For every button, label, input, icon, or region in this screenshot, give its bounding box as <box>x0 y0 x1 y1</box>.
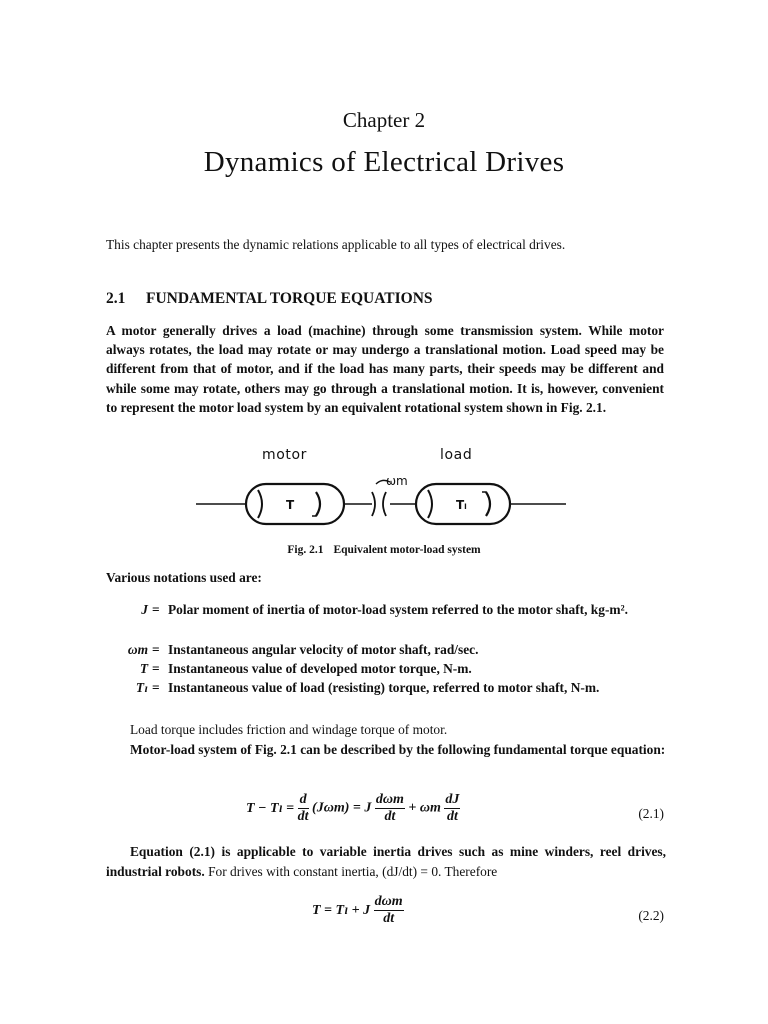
section-heading: 2.1 FUNDAMENTAL TORQUE EQUATIONS <box>106 290 666 308</box>
paragraph-transmission: A motor generally drives a load (machine… <box>106 323 664 415</box>
eq1-f2-den: dt <box>384 809 396 824</box>
eq1-f2-num: dωm <box>374 792 405 809</box>
notation-symbol: J <box>141 602 148 617</box>
equation-2-1-number: (2.1) <box>638 806 664 821</box>
motor-symbol: T <box>286 498 295 512</box>
load-left-arc <box>427 489 433 519</box>
chapter-title: Dynamics of Electrical Drives <box>203 146 565 178</box>
notation-item: J = Polar moment of inertia of motor-loa… <box>106 600 666 640</box>
load-body <box>414 482 512 526</box>
notation-item: T = Instantaneous value of developed mot… <box>106 659 666 679</box>
paragraph-variable-inertia-normal: For drives with constant inertia, (dJ/dt… <box>204 863 498 879</box>
eq1-f3-den: dt <box>446 809 458 824</box>
eq2-f-den: dt <box>383 911 395 926</box>
notation-equals: = <box>152 602 160 617</box>
notations-intro: Various notations used are: <box>106 570 262 585</box>
coupling-left <box>371 491 376 517</box>
figure-motor-label: motor <box>262 447 308 463</box>
eq1-d-num: d <box>297 792 309 809</box>
figure-caption-text: Equivalent motor-load system <box>333 544 481 556</box>
notation-definition: Polar moment of inertia of motor-load sy… <box>168 602 628 617</box>
eq1-d-den: dt <box>297 809 309 824</box>
speed-arrow <box>375 479 391 485</box>
section-title: FUNDAMENTAL TORQUE EQUATIONS <box>146 290 433 307</box>
notation-item: Tₗ = Instantaneous value of load (resist… <box>106 678 666 718</box>
eq1-f3-num: dJ <box>444 792 461 809</box>
notation-equals: = <box>152 642 160 657</box>
notation-symbol: T <box>139 661 148 676</box>
section-number: 2.1 <box>106 290 126 307</box>
figure-caption-number: Fig. 2.1 <box>287 544 324 556</box>
paragraph-variable-inertia-bold: Equation (2.1) is applicable to variable… <box>106 844 666 879</box>
notation-definition: Instantaneous angular velocity of motor … <box>168 642 479 657</box>
notation-symbol: ωm <box>127 642 148 657</box>
intro-paragraph: This chapter presents the dynamic relati… <box>106 237 566 252</box>
motor-left-arc <box>257 489 263 519</box>
figure-load-label: load <box>440 447 473 463</box>
motor-load-diagram: T ωm Tₗ <box>196 474 566 526</box>
notation-item: ωm = Instantaneous angular velocity of m… <box>106 640 666 660</box>
eq1-paren: (Jωm) = J <box>312 800 372 816</box>
load-symbol: Tₗ <box>456 498 467 512</box>
eq1-lhs: T − Tₗ = <box>246 801 295 816</box>
notation-definition: Instantaneous value of load (resisting) … <box>168 680 600 695</box>
notation-equals: = <box>152 680 160 695</box>
notation-definition: Instantaneous value of developed motor t… <box>168 661 472 676</box>
speed-symbol: ωm <box>386 474 408 488</box>
paragraph-variable-inertia: Equation (2.1) is applicable to variable… <box>106 842 666 881</box>
coupling-right <box>382 491 387 517</box>
notation-symbol: Tₗ <box>135 680 148 695</box>
equation-2-2-number: (2.2) <box>638 908 664 923</box>
eq2-f-num: dωm <box>373 894 404 911</box>
eq2-lhs: T = Tₗ + J <box>312 903 371 918</box>
paragraph-load-torque: Load torque includes friction and windag… <box>130 722 448 737</box>
eq1-plus: + ωm <box>408 800 441 816</box>
chapter-label: Chapter 2 <box>342 108 426 132</box>
motor-body <box>244 482 346 526</box>
figure-caption: Fig. 2.1 Equivalent motor-load system <box>0 544 768 556</box>
notation-equals: = <box>152 661 160 676</box>
paragraph-motor-load: Motor-load system of Fig. 2.1 can be des… <box>130 742 666 757</box>
